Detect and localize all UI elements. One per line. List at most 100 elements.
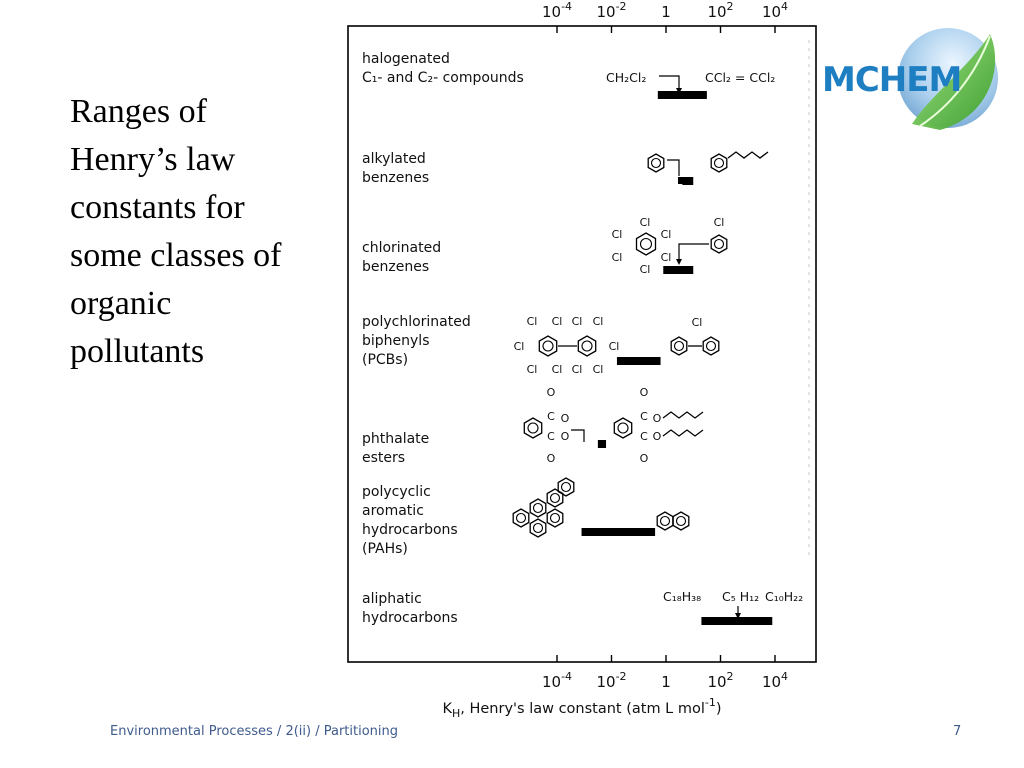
- bottom-tick-label: 1: [661, 673, 671, 691]
- aromatic-circle-icon: [532, 502, 544, 514]
- chlorine-label: Cl: [609, 340, 620, 353]
- category-label: polychlorinated: [362, 314, 471, 330]
- chlorobiphenyl-ring-icon: [702, 336, 720, 356]
- pointer-line: [659, 75, 680, 91]
- atom-label: O: [547, 452, 556, 465]
- aromatic-circle-icon: [713, 238, 725, 250]
- top-tick-label: 10-2: [596, 0, 626, 21]
- range-bar: [657, 91, 707, 99]
- chlorobiphenyl-ring-icon: [670, 336, 688, 356]
- category-label: benzenes: [362, 170, 429, 186]
- globe-leaf-icon: [898, 28, 998, 130]
- chlorine-label: Cl: [612, 228, 623, 241]
- bottom-tick-label: 10-4: [542, 670, 572, 691]
- naphthalene-ring-icon: [656, 511, 674, 531]
- annotation-ccl2ccl2: CCl₂ = CCl₂: [705, 70, 775, 85]
- slide-title: Ranges of Henry’s law constants for some…: [70, 93, 282, 370]
- category-label: chlorinated: [362, 240, 441, 256]
- pointer-line: [678, 243, 709, 262]
- category-label: halogenated: [362, 51, 450, 67]
- aromatic-circle-icon: [639, 237, 653, 251]
- atom-label: C: [547, 410, 555, 423]
- mchem-logo: MCHEM: [820, 26, 1010, 136]
- annotation-c18h38: C₁₈H₃₈: [663, 589, 701, 604]
- annotation-ch2cl2: CH₂Cl₂: [606, 70, 646, 85]
- arrow-head: [676, 88, 682, 94]
- category-label: aliphatic: [362, 591, 422, 607]
- atom-label: O: [547, 386, 556, 399]
- range-bar: [663, 266, 694, 274]
- aromatic-circle-icon: [713, 157, 725, 169]
- aromatic-circle-icon: [560, 481, 572, 493]
- dioctylphthalate-icon: [613, 417, 633, 439]
- category-label: alkylated: [362, 151, 426, 167]
- atom-label: O: [561, 412, 570, 425]
- chlorine-label: Cl: [692, 316, 703, 329]
- atom-label: O: [561, 430, 570, 443]
- arrow-head: [735, 613, 741, 619]
- category-label: biphenyls: [362, 333, 430, 349]
- category-label: polycyclic: [362, 484, 431, 500]
- pointer-line: [571, 429, 585, 442]
- pointer-line: [667, 159, 680, 176]
- chlorine-label: Cl: [514, 340, 525, 353]
- pah-ring-icon: [512, 508, 530, 528]
- hexachlorobenzene-icon: [635, 232, 657, 256]
- range-marker: [678, 177, 692, 184]
- category-label: (PAHs): [362, 541, 408, 557]
- atom-label: C: [640, 410, 648, 423]
- annotation-c5h12: C₅ H₁₂: [722, 589, 759, 604]
- annotation-c10h22: C₁₀H₂₂: [765, 589, 803, 604]
- chlorine-label: Cl: [640, 263, 651, 276]
- chlorine-label: Cl: [714, 216, 725, 229]
- chlorine-label: Cl: [527, 315, 538, 328]
- category-label: hydrocarbons: [362, 610, 458, 626]
- alkyl-chain-icon: [662, 411, 704, 419]
- bottom-tick-label: 10-2: [596, 670, 626, 691]
- category-label: esters: [362, 450, 405, 466]
- alkyl-chain-icon: [727, 151, 769, 159]
- chlorine-label: Cl: [527, 363, 538, 376]
- pah-ring-icon: [529, 518, 547, 538]
- aromatic-circle-icon: [659, 515, 671, 527]
- arrow-head: [676, 259, 682, 265]
- aromatic-circle-icon: [650, 157, 662, 169]
- atom-label: O: [640, 386, 649, 399]
- plot-frame: [347, 25, 817, 663]
- bottom-tick-label: 104: [762, 670, 788, 691]
- aromatic-circle-icon: [549, 492, 561, 504]
- benzene-icon: [647, 153, 665, 173]
- naphthalene-ring-icon: [672, 511, 690, 531]
- chlorine-label: Cl: [661, 251, 672, 264]
- range-bar: [581, 528, 656, 536]
- top-tick-label: 104: [762, 0, 788, 21]
- category-label: benzenes: [362, 259, 429, 275]
- chlorine-label: Cl: [593, 315, 604, 328]
- aromatic-circle-icon: [673, 340, 685, 352]
- aromatic-circle-icon: [705, 340, 717, 352]
- atom-label: O: [653, 412, 662, 425]
- atom-label: C: [547, 430, 555, 443]
- aromatic-circle-icon: [532, 522, 544, 534]
- range-bar: [701, 617, 773, 625]
- top-tick-label: 10-4: [542, 0, 572, 21]
- category-label: aromatic: [362, 503, 424, 519]
- pcb-ring-icon: [577, 335, 597, 357]
- aromatic-circle-icon: [549, 512, 561, 524]
- pah-ring-icon: [546, 488, 564, 508]
- range-bar: [597, 440, 607, 448]
- chlorine-label: Cl: [552, 315, 563, 328]
- pah-ring-icon: [557, 477, 575, 497]
- x-axis-label: KH, Henry's law constant (atm L mol-1): [442, 696, 721, 718]
- chlorine-label: Cl: [552, 363, 563, 376]
- logo-text: MCHEM: [822, 60, 962, 100]
- category-label: C₁- and C₂- compounds: [362, 70, 524, 86]
- aromatic-circle-icon: [527, 422, 539, 434]
- category-label: (PCBs): [362, 352, 408, 368]
- category-label: phthalate: [362, 431, 429, 447]
- chlorine-label: Cl: [572, 363, 583, 376]
- chlorine-label: Cl: [593, 363, 604, 376]
- top-tick-label: 1: [661, 3, 671, 21]
